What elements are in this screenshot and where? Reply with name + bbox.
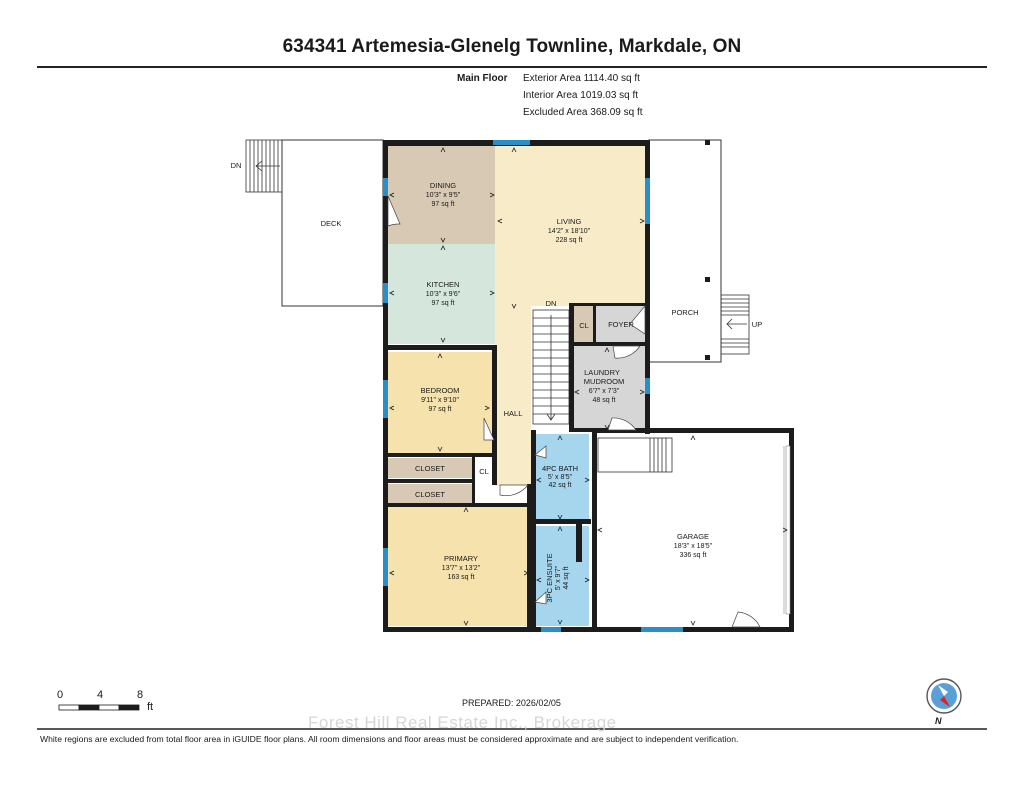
interior-stairs (532, 309, 570, 425)
closet-1-label: CLOSET (415, 464, 445, 473)
compass-icon (926, 678, 962, 714)
porch-label: PORCH (671, 308, 698, 317)
doors (387, 195, 761, 628)
laundry-fill (573, 346, 645, 430)
porch-up-label: UP (752, 320, 762, 329)
dining-fill (388, 146, 495, 244)
dining-dims: 10'3" x 9'5" (426, 192, 461, 199)
scale-tick-8: 8 (137, 689, 144, 701)
laundry-area: 48 sq ft (593, 397, 616, 404)
living-area: 228 sq ft (556, 237, 583, 244)
garage-name: GARAGE (677, 532, 709, 541)
page-title: 634341 Artemesia-Glenelg Townline, Markd… (282, 36, 742, 57)
garage-dims: 18'3" x 18'5" (674, 543, 713, 550)
scale-bar (58, 704, 140, 711)
garage-area: 336 sq ft (680, 552, 707, 559)
kitchen-fill (388, 244, 495, 344)
porch-stairs (720, 294, 750, 355)
living-fill (495, 146, 645, 306)
cl-small-fill (474, 458, 494, 484)
watermark: Forest Hill Real Estate Inc., Brokerage (308, 713, 617, 732)
bedroom-name: BEDROOM (421, 386, 460, 395)
label-separators (389, 455, 471, 483)
stairs-dn-label: DN (546, 299, 557, 308)
kitchen-area: 97 sq ft (432, 300, 455, 307)
primary-area: 163 sq ft (448, 574, 475, 581)
ensuite-dims: 5' x 9'7" (555, 565, 562, 590)
scale-tick-4: 4 (97, 689, 104, 701)
deck (281, 139, 384, 307)
windows (383, 140, 683, 632)
compass-label: N (935, 716, 942, 726)
disclaimer: White regions are excluded from total fl… (40, 734, 739, 744)
interior-area: Interior Area 1019.03 sq ft (523, 90, 639, 101)
deck-dn-label: DN (231, 161, 242, 170)
ensuite-area: 44 sq ft (563, 566, 570, 589)
hall-label: HALL (504, 409, 523, 418)
bath-dims: 5' x 8'5" (548, 474, 573, 481)
foyer-label: FOYER (608, 320, 634, 329)
garage-stairs (597, 437, 673, 473)
hall-fill (495, 306, 531, 486)
primary-name: PRIMARY (444, 554, 478, 563)
bedroom-dims: 9'11" x 9'10" (421, 397, 459, 404)
dining-area: 97 sq ft (432, 201, 455, 208)
floor-name: Main Floor (457, 73, 508, 84)
porch (648, 139, 722, 363)
bath-area: 42 sq ft (549, 482, 572, 489)
mudroom-name: MUDROOM (584, 377, 624, 386)
bedroom-area: 97 sq ft (429, 406, 452, 413)
dimension-arrows (389, 147, 788, 626)
laundry-dims: 6'7" x 7'3" (589, 388, 620, 395)
cl-foyer-label: CL (579, 321, 589, 330)
closet-2-label: CLOSET (415, 490, 445, 499)
title-rule (37, 66, 987, 68)
kitchen-name: KITCHEN (427, 280, 460, 289)
laundry-name: LAUNDRY (584, 368, 620, 377)
scale-tick-0: 0 (57, 689, 64, 701)
deck-stairs (245, 139, 283, 193)
closet1-fill (388, 458, 472, 478)
cl-hall-label: CL (479, 467, 489, 476)
excluded-area: Excluded Area 368.09 sq ft (523, 107, 643, 118)
exterior-area: Exterior Area 1114.40 sq ft (523, 73, 640, 84)
scale-unit: ft (147, 701, 154, 713)
ensuite-name: 3PC ENSUITE (545, 553, 554, 602)
primary-dims: 13'7" x 13'2" (442, 565, 481, 572)
bedroom-fill (388, 352, 493, 454)
kitchen-dims: 10'3" x 9'6" (426, 291, 461, 298)
cl-foyer-fill (573, 306, 595, 342)
deck-label: DECK (321, 219, 342, 228)
closet2-fill (388, 484, 472, 504)
dining-name: DINING (430, 181, 456, 190)
living-dims: 14'2" x 18'10" (548, 228, 591, 235)
prepared-date: PREPARED: 2026/02/05 (462, 698, 561, 708)
living-name: LIVING (557, 217, 582, 226)
primary-fill (388, 506, 532, 626)
bath-name: 4PC BATH (542, 464, 578, 473)
